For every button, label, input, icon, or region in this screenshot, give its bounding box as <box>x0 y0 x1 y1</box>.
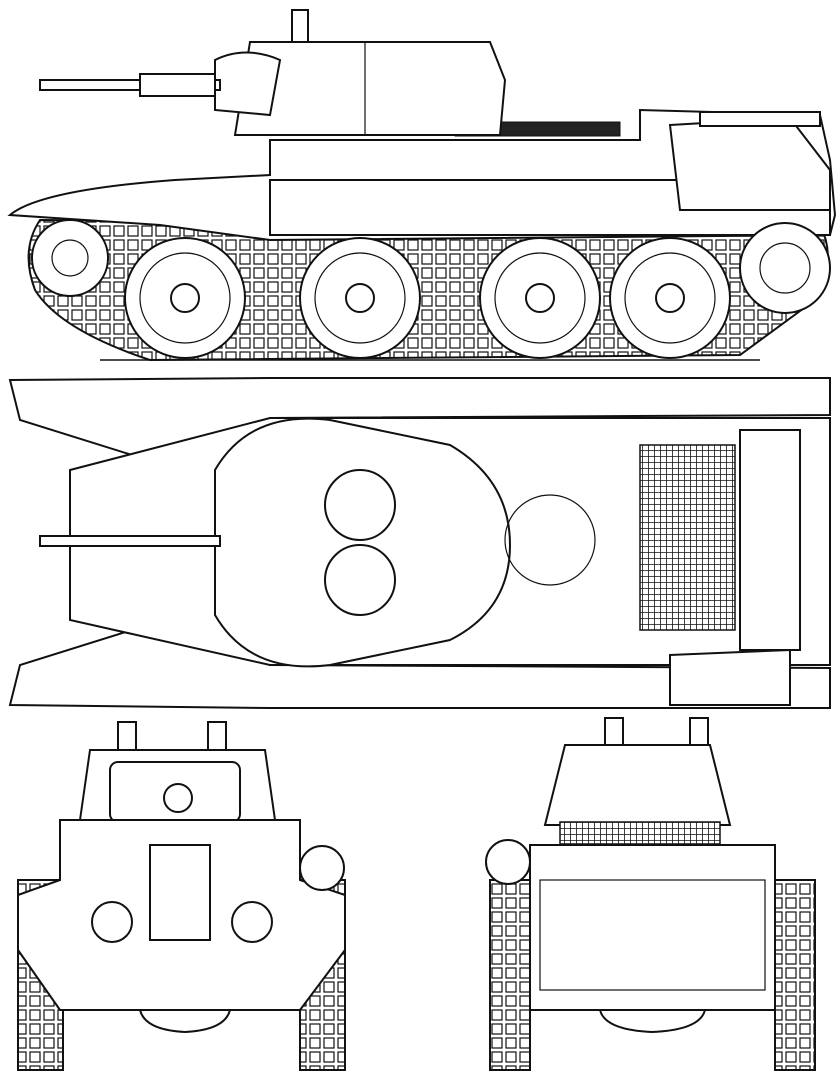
turret-ring-hatch <box>504 494 596 586</box>
rear-turret <box>543 744 732 826</box>
wheel-hub <box>494 252 586 344</box>
hatch-right <box>324 544 396 616</box>
idler-hub <box>51 239 89 277</box>
drive-sprocket <box>739 222 831 314</box>
headlight-left <box>91 901 133 943</box>
periscope-right <box>207 721 227 751</box>
stowage-roll-rear <box>485 839 531 885</box>
hatch-left <box>324 469 396 541</box>
stowage-roll <box>299 845 345 891</box>
wheel-cap <box>525 283 555 313</box>
rear-grille <box>559 821 721 845</box>
top-turret <box>214 417 512 668</box>
rear-hull <box>529 844 776 1011</box>
front-lower-plate <box>138 1009 232 1034</box>
wheel-cap <box>655 283 685 313</box>
headlight-right <box>231 901 273 943</box>
rear-deck <box>739 429 801 651</box>
wheel-hub <box>624 252 716 344</box>
front-gun-muzzle <box>163 783 193 813</box>
rear-plate <box>539 879 766 991</box>
idler-wheel <box>31 219 109 297</box>
wheel-cap <box>170 283 200 313</box>
side-view <box>7 9 837 362</box>
gun-base <box>139 73 216 97</box>
top-view <box>8 377 831 709</box>
front-glacis <box>149 844 211 941</box>
periscope-rear-left <box>604 717 624 746</box>
periscope-left <box>117 721 137 751</box>
rear-track-left <box>489 879 531 1071</box>
road-wheels <box>124 237 731 359</box>
rear-view <box>485 717 816 1071</box>
wheel-hub <box>314 252 406 344</box>
engine-grille <box>639 444 736 631</box>
gun-mantlet <box>214 51 282 117</box>
periscope <box>291 9 309 43</box>
main-gun <box>39 79 221 91</box>
exhaust-pipe <box>699 111 821 127</box>
main-gun-top <box>39 535 221 547</box>
stowage-tarp-top <box>669 648 791 706</box>
front-view <box>17 721 346 1071</box>
periscope-rear-right <box>689 717 709 746</box>
wheel-cap <box>345 283 375 313</box>
sprocket-hub <box>759 242 811 294</box>
rear-lower-plate <box>598 1009 707 1034</box>
wheel-hub <box>139 252 231 344</box>
rear-track-right <box>774 879 816 1071</box>
